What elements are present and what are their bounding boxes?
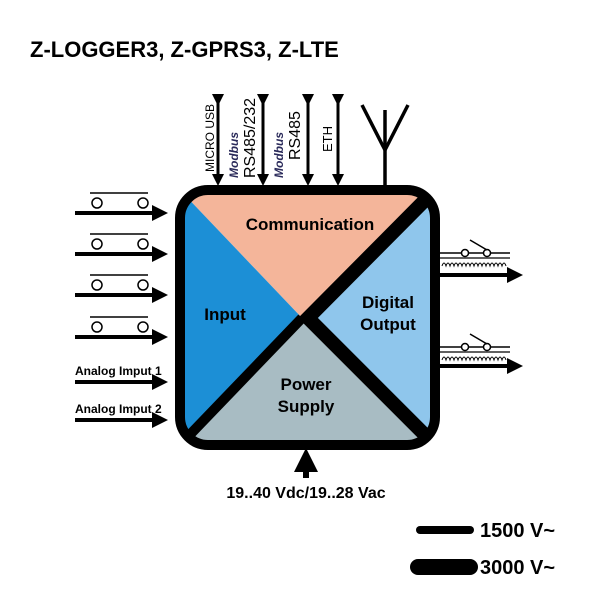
- legend-3000-label: 3000 V~: [480, 557, 555, 579]
- digital-output-label-2: Output: [360, 315, 416, 334]
- digital-inputs: [75, 192, 168, 428]
- isolation-barrier-bottom: [180, 314, 306, 445]
- relay-output-1: [440, 239, 523, 283]
- port-arrows: [212, 94, 344, 186]
- modbus-logo-1: Modbus: [227, 132, 241, 178]
- digital-output-section: [308, 190, 435, 445]
- digital-input-1: [75, 192, 168, 221]
- input-label: Input: [204, 305, 246, 324]
- antenna-icon: [360, 104, 410, 185]
- communication-section: [180, 190, 435, 318]
- analog-input-2-label: Analog Imput 2: [75, 402, 162, 416]
- isolation-barrier-3000: [298, 190, 435, 445]
- power-rating-label: 19..40 Vdc/19..28 Vac: [226, 485, 385, 502]
- relay-output-2: [440, 333, 523, 374]
- analog-input-1-label: Analog Imput 1: [75, 364, 162, 378]
- digital-input-4: [75, 316, 168, 345]
- digital-input-2: [75, 233, 168, 262]
- rs485-label: RS485: [287, 111, 304, 160]
- module-outline: [175, 185, 440, 450]
- input-section: [180, 190, 302, 445]
- digital-output-label-1: Digital: [362, 293, 414, 312]
- page-title: Z-LOGGER3, Z-GPRS3, Z-LTE: [30, 37, 339, 62]
- digital-outputs: [440, 239, 523, 374]
- digital-input-3: [75, 274, 168, 303]
- power-label-2: Supply: [278, 397, 335, 416]
- eth-label: ETH: [320, 126, 335, 152]
- power-label-1: Power: [280, 375, 331, 394]
- rs485-232-label: RS485/232: [242, 98, 259, 178]
- communication-label: Communication: [246, 215, 374, 234]
- legend-1500-label: 1500 V~: [480, 520, 555, 542]
- modbus-logo-2: Modbus: [272, 132, 286, 178]
- power-section: [180, 318, 435, 445]
- micro-usb-label: MICRO USB: [203, 104, 217, 172]
- module-box: [180, 190, 435, 445]
